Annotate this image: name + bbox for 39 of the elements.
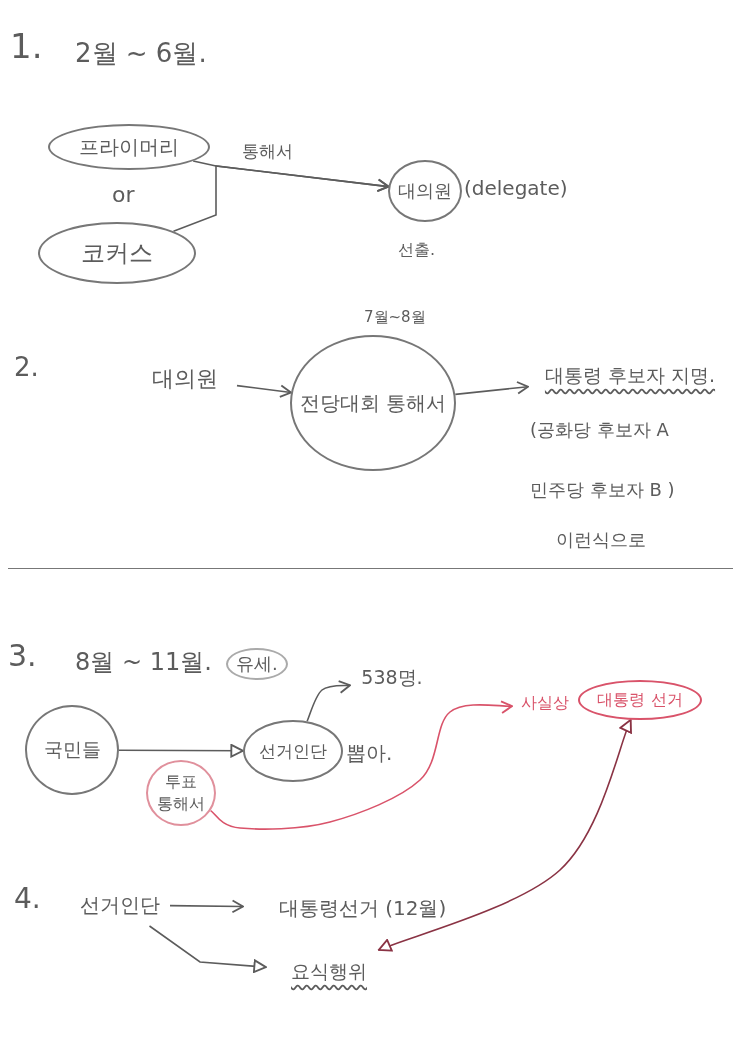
term-text: 대통령 후보자 지명. — [544, 363, 716, 389]
arrow — [172, 165, 390, 233]
term-text: 대통령선거 (12월) — [278, 894, 447, 922]
note-text: 8월 ~ 11월. — [75, 647, 212, 678]
term-text: 대의원 — [152, 365, 218, 394]
circled-term: 코커스 — [38, 222, 196, 284]
note-text: 2. — [14, 352, 39, 382]
term-text: 사실상 — [521, 692, 569, 714]
circled-term: 대통령 선거 — [578, 680, 702, 720]
term-text: 538명. — [361, 665, 423, 691]
arrow — [118, 744, 244, 758]
note-text: (공화당 후보자 A — [530, 418, 669, 442]
term-text: 선거인단 — [80, 891, 160, 919]
note-text: 7월~8월 — [364, 308, 426, 327]
arrow — [377, 718, 633, 952]
arrow — [209, 699, 513, 830]
circled-term: 프라이머리 — [48, 124, 210, 170]
term-text: 요식행위 — [291, 959, 367, 985]
circled-term: 선거인단 — [243, 720, 343, 782]
note-text: 1. — [10, 26, 43, 66]
arrow — [306, 679, 351, 723]
note-text: (delegate) — [464, 176, 568, 200]
arrow — [148, 925, 267, 973]
note-text: 4. — [14, 882, 41, 915]
circled-term: 국민들 — [25, 705, 119, 795]
arrow — [169, 899, 244, 914]
note-text: 2월 ~ 6월. — [75, 37, 207, 70]
circled-term: 전당대회 통해서 — [290, 335, 456, 471]
note-text: 이런식으로 — [556, 528, 646, 552]
arrow — [454, 381, 529, 396]
circled-term: 투표 통해서 — [146, 760, 216, 826]
note-text: 민주당 후보자 B ) — [530, 478, 675, 502]
note-text: 뽑아. — [346, 740, 393, 767]
note-text: or — [112, 182, 135, 207]
note-text: 선출. — [398, 240, 436, 261]
circled-term: 대의원 — [388, 160, 462, 222]
note-text: 3. — [8, 638, 37, 673]
circled-note: 유세. — [226, 648, 288, 680]
arrow — [236, 384, 292, 398]
